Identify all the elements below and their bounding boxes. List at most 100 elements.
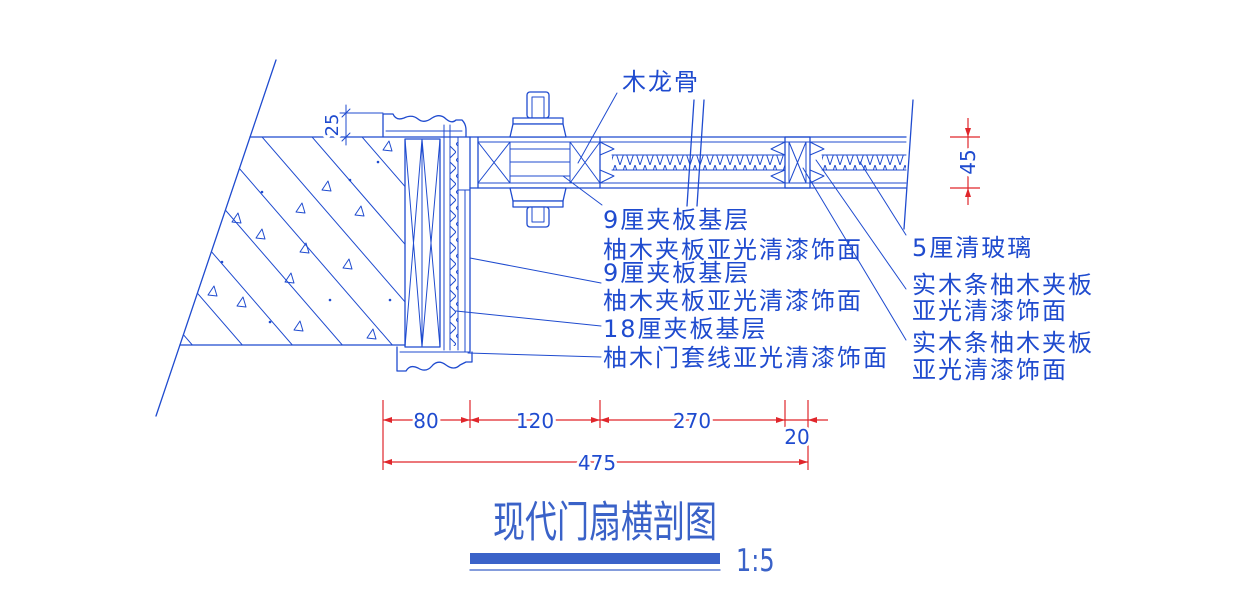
aggregate-dot: [260, 190, 264, 194]
glazing-bead: [770, 141, 786, 156]
aggregate-triangle: [366, 328, 377, 340]
dimension-arrow: [799, 459, 808, 465]
drawing-title: 现代门扇横剖图: [493, 497, 717, 547]
dimension-value: 80: [413, 409, 438, 433]
wood-keel-cross: [477, 141, 511, 184]
wall-hatch-line: [180, 137, 241, 345]
label-right-2: 实木条柚木夹板: [912, 271, 1094, 299]
dimension-door-thickness: 45: [950, 118, 983, 205]
label-left-1: 9厘夹板基层: [603, 206, 750, 234]
dimension-arrow: [965, 128, 971, 137]
aggregate-dot: [220, 260, 224, 264]
handle-rose-bottom: [512, 200, 564, 208]
solid-wood-strip-inner: [788, 141, 807, 184]
clear-glass-pane: [822, 155, 906, 170]
title-underline-bar: [470, 553, 720, 564]
label-right-1: 5厘清玻璃: [912, 234, 1033, 262]
dimension-overall: 475: [383, 448, 808, 478]
glazing-bead: [599, 141, 615, 156]
drawing-scale: 1:5: [736, 542, 775, 579]
callout-labels: 木龙骨 9厘夹板基层 柚木夹板亚光清漆饰面 9厘夹板基层 柚木夹板亚光清漆饰面 …: [603, 68, 1094, 384]
dimension-arrow: [808, 417, 817, 423]
dimension-value: 25: [322, 114, 343, 137]
dimension-value: 20: [784, 425, 809, 449]
dimension-arrow: [461, 417, 470, 423]
label-left-2: 柚木夹板亚光清漆饰面: [603, 236, 863, 264]
aggregate-triangle: [321, 180, 332, 192]
dimension-tick: [341, 108, 351, 118]
dimension-value: 120: [516, 409, 554, 433]
handle-knob-bottom: [526, 206, 550, 228]
panel-end-break-line: [903, 99, 914, 230]
label-left-4: 柚木夹板亚光清漆饰面: [603, 287, 863, 315]
top-casing-molding: [382, 113, 467, 138]
glazing-bead: [770, 169, 786, 184]
bottom-casing-molding: [396, 346, 473, 372]
leader-lines: [455, 92, 907, 358]
aggregate-triangle: [382, 140, 393, 152]
title-block: 现代门扇横剖图 1:5: [469, 497, 775, 579]
label-wood-keel: 木龙骨: [622, 68, 700, 96]
handle-knob-bottom-inner: [531, 206, 545, 223]
label-left-5: 18厘夹板基层: [603, 315, 768, 343]
aggregate-dot: [268, 320, 272, 324]
label-right-4: 实木条柚木夹板: [912, 329, 1094, 357]
handle-escutcheon-top: [509, 123, 567, 138]
dimension-value: 45: [956, 149, 980, 174]
wall-hatch-line: [229, 137, 405, 345]
door-jamb: [382, 113, 473, 372]
aggregate-dot: [376, 160, 380, 164]
aggregate-triangle: [255, 228, 266, 240]
solid-wood-strip: [784, 136, 811, 189]
plywood-18-hatch: [450, 142, 458, 346]
dimension-chain: 80 120 270 20: [382, 400, 828, 470]
solid-wood-strip-cross: [788, 141, 807, 184]
aggregate-dot: [388, 298, 392, 302]
label-right-5: 亚光清漆饰面: [912, 356, 1068, 384]
handle-knob-top: [526, 91, 550, 119]
wall-break-line: [155, 59, 277, 417]
dimension-arrow: [965, 188, 971, 197]
glazing-bead: [809, 141, 825, 156]
dimension-arrow: [470, 417, 479, 423]
dimension-tick: [341, 132, 351, 142]
wall-hatch-line: [279, 137, 405, 345]
aggregate-triangle: [299, 242, 310, 254]
wall-hatch-line: [329, 137, 405, 345]
aggregate-triangle: [293, 320, 304, 332]
wall-hatch-line: [180, 137, 391, 345]
aggregate-triangle: [207, 285, 218, 297]
dimension-arrow: [383, 417, 392, 423]
door-handle: [509, 91, 567, 228]
dimension-casing-offset: 25: [319, 104, 384, 146]
wall-hatch-line: [180, 137, 291, 345]
aggregate-dot: [328, 298, 332, 302]
aggregate-triangle: [295, 202, 306, 214]
leader-plywood-18: [455, 310, 602, 327]
label-right-3: 亚光清漆饰面: [912, 297, 1068, 325]
leader-wood-keel: [577, 92, 618, 164]
glazing-bead: [809, 169, 825, 184]
aggregate-dot: [348, 178, 352, 182]
dimension-value: 270: [673, 409, 711, 433]
label-left-6: 柚木门套线亚光清漆饰面: [603, 344, 889, 372]
dimension-value: 475: [578, 451, 616, 475]
leader-plywood-9-b: [469, 257, 602, 284]
leader-plywood-9-a: [562, 175, 603, 206]
dimension-arrow: [383, 459, 392, 465]
aggregate-triangle: [354, 205, 365, 217]
jamb-cross-line: [404, 138, 423, 348]
wall-hatch-line: [180, 137, 405, 345]
leader-solid-strip-b: [802, 167, 907, 341]
leader-solid-strip-a: [815, 159, 907, 290]
dimension-arrow: [776, 417, 785, 423]
concrete-aggregate: [207, 140, 393, 340]
dimension-arrow: [591, 417, 600, 423]
leader-casing: [467, 352, 602, 358]
jamb-cross-line: [421, 138, 441, 348]
aggregate-triangle: [342, 258, 353, 270]
clear-glass-pane: [612, 155, 785, 170]
panel-break-line: [686, 99, 695, 207]
panel-break-line: [696, 99, 705, 207]
